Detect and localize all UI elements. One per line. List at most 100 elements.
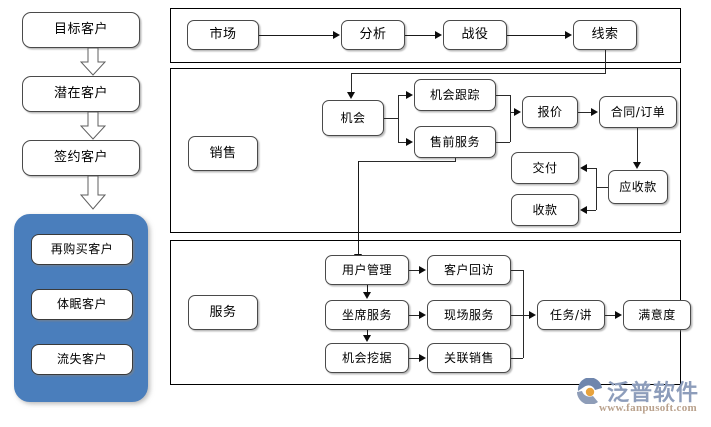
- node-opportunity-mining[interactable]: 机会挖据: [325, 343, 409, 373]
- node-label: 合同/订单: [610, 104, 666, 119]
- node-delivery[interactable]: 交付: [511, 152, 579, 184]
- connector-usermgmt-to-seat: [367, 285, 368, 293]
- connector-market-to-analysis: [259, 35, 335, 36]
- arrowhead-contract-to-receivable: [632, 162, 641, 169]
- arrowhead-receivable-to-delivery: [580, 163, 587, 172]
- arrowhead-opp-to-presale: [406, 137, 413, 146]
- node-label: 战役: [461, 27, 489, 43]
- panel-item-dormant-customer[interactable]: 体眠客户: [31, 289, 133, 320]
- node-opportunity[interactable]: 机会: [322, 100, 384, 136]
- node-label: 流失客户: [56, 352, 107, 367]
- connector-lead-down-b: [351, 73, 352, 95]
- node-label: 报价: [537, 104, 563, 119]
- connector-presale-right: [496, 142, 510, 143]
- connector-opp-to-presale: [398, 142, 408, 143]
- arrowhead-lead-to-opportunity: [346, 92, 355, 99]
- node-label: 销售: [209, 145, 237, 161]
- lifecycle-step-target-customer[interactable]: 目标客户: [22, 12, 140, 48]
- connector-opp-split: [398, 95, 399, 142]
- panel-item-churned-customer[interactable]: 流失客户: [31, 344, 133, 375]
- lifecycle-arrow-3: [80, 176, 106, 210]
- arrowhead-usermgmt-to-seat: [362, 292, 371, 299]
- arrowhead-usermgmt-to-revisit: [419, 265, 426, 274]
- connector-receivable-stub: [596, 187, 608, 188]
- node-campaign[interactable]: 战役: [443, 20, 507, 50]
- arrowhead-mining-to-crosssell: [419, 353, 426, 362]
- retained-customer-panel: 再购买客户 体眠客户 流失客户: [14, 214, 148, 402]
- node-label: 分析: [359, 27, 387, 43]
- node-cross-sell[interactable]: 关联销售: [427, 343, 511, 373]
- node-opportunity-tracking[interactable]: 机会跟踪: [414, 79, 496, 111]
- lifecycle-arrow-2: [80, 112, 106, 140]
- arrowhead-quote-to-contract: [591, 107, 598, 116]
- connector-lead-down-a: [605, 50, 606, 74]
- node-customer-revisit[interactable]: 客户回访: [427, 255, 511, 285]
- node-label: 目标客户: [53, 22, 108, 38]
- connector-merge-stub: [510, 112, 516, 113]
- group-sales: [170, 68, 681, 233]
- arrowhead-receivable-to-payment: [580, 205, 587, 214]
- connector-opp-stub: [384, 118, 398, 119]
- node-label: 市场: [209, 27, 237, 43]
- node-presale-service[interactable]: 售前服务: [414, 126, 496, 158]
- connector-service-merge: [523, 270, 524, 358]
- node-label: 关联销售: [443, 350, 494, 365]
- connector-merge-to-task: [511, 315, 531, 316]
- node-label: 收款: [532, 202, 558, 217]
- node-label: 机会: [340, 110, 366, 125]
- node-label: 客户回访: [443, 262, 494, 277]
- fanpu-logo-icon: [577, 378, 602, 404]
- node-label: 任务/讲: [549, 307, 593, 322]
- brand-name: 泛普软件: [607, 381, 700, 406]
- connector-sales-to-service-v: [358, 161, 359, 257]
- connector-presale-down: [455, 158, 456, 162]
- node-label: 应收款: [619, 179, 657, 194]
- connector-receivable-to-payment: [586, 210, 596, 211]
- node-label: 坐席服务: [341, 307, 392, 322]
- node-label: 用户管理: [341, 262, 392, 277]
- arrowhead-task-to-satisfaction: [615, 310, 622, 319]
- node-seat-service[interactable]: 坐席服务: [325, 300, 409, 330]
- node-task[interactable]: 任务/讲: [537, 300, 605, 330]
- arrowhead-campaign-to-lead: [565, 30, 572, 39]
- connector-sales-to-service-h: [358, 161, 456, 162]
- node-satisfaction[interactable]: 满意度: [623, 300, 691, 330]
- arrowhead-analysis-to-campaign: [435, 30, 442, 39]
- lifecycle-step-potential-customer[interactable]: 潜在客户: [22, 76, 140, 112]
- brand-logo: 泛普软件 www.fanpusoft.com: [575, 376, 707, 422]
- connector-revisit-right: [511, 270, 523, 271]
- node-lead[interactable]: 线索: [573, 20, 637, 50]
- lifecycle-step-signed-customer[interactable]: 签约客户: [22, 140, 140, 176]
- node-label: 交付: [532, 160, 558, 175]
- connector-task-to-satisfaction: [605, 315, 617, 316]
- brand-url: www.fanpusoft.com: [599, 402, 697, 414]
- node-onsite-service[interactable]: 现场服务: [427, 300, 511, 330]
- connector-seat-to-onsite: [409, 315, 421, 316]
- connector-receivable-split: [596, 168, 597, 210]
- node-user-management[interactable]: 用户管理: [325, 255, 409, 285]
- node-label: 售前服务: [429, 134, 480, 149]
- connector-usermgmt-to-revisit: [409, 270, 421, 271]
- node-quote[interactable]: 报价: [522, 96, 578, 128]
- node-label: 机会跟踪: [429, 87, 480, 102]
- node-receivable[interactable]: 应收款: [608, 170, 668, 204]
- connector-lead-left: [351, 73, 606, 74]
- arrowhead-seat-to-onsite: [419, 310, 426, 319]
- panel-item-repurchase-customer[interactable]: 再购买客户: [31, 234, 133, 265]
- node-payment[interactable]: 收款: [511, 194, 579, 226]
- node-sales-label[interactable]: 销售: [188, 136, 258, 171]
- node-service-label[interactable]: 服务: [188, 295, 258, 330]
- connector-track-right: [496, 95, 510, 96]
- connector-opp-to-track: [398, 95, 408, 96]
- node-contract-order[interactable]: 合同/订单: [599, 96, 677, 128]
- arrowhead-seat-to-mining: [362, 335, 371, 342]
- connector-contract-to-receivable: [637, 128, 638, 164]
- node-label: 服务: [209, 304, 237, 320]
- node-analysis[interactable]: 分析: [341, 20, 405, 50]
- arrowhead-merge-to-task: [529, 310, 536, 319]
- node-market[interactable]: 市场: [187, 20, 259, 50]
- node-label: 再购买客户: [50, 242, 114, 257]
- connector-mining-to-crosssell: [409, 358, 421, 359]
- arrowhead-opp-to-track: [406, 90, 413, 99]
